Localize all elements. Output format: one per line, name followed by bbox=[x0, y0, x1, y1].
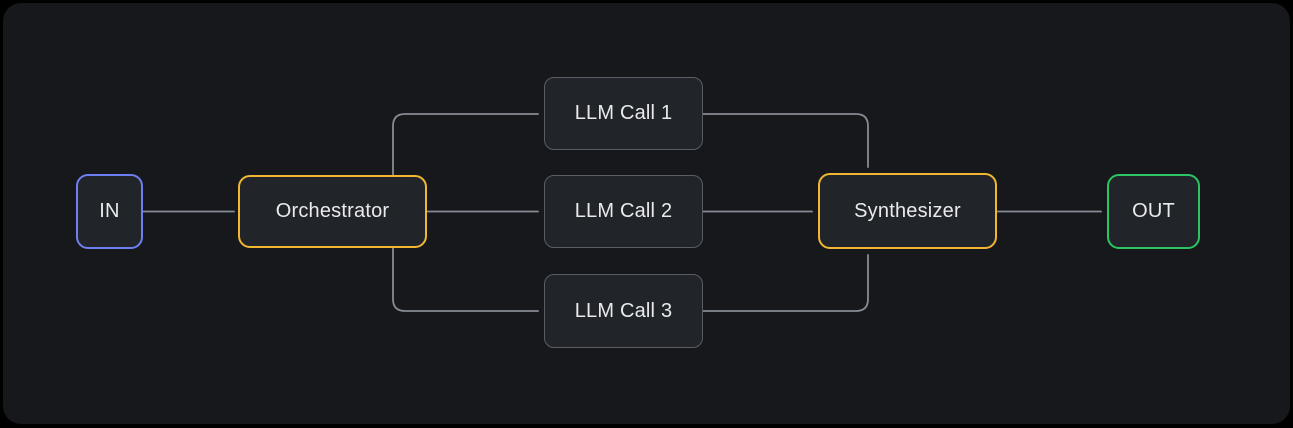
node-synthesizer-label: Synthesizer bbox=[854, 199, 961, 222]
node-in-label: IN bbox=[99, 200, 120, 222]
node-llm-call-3: LLM Call 3 bbox=[544, 274, 703, 348]
node-synthesizer: Synthesizer bbox=[818, 173, 997, 249]
node-out: OUT bbox=[1107, 174, 1200, 249]
node-orchestrator: Orchestrator bbox=[238, 175, 427, 248]
node-llm-call-2-label: LLM Call 2 bbox=[574, 200, 673, 222]
node-llm-call-3-label: LLM Call 3 bbox=[574, 299, 673, 322]
node-out-label: OUT bbox=[1132, 200, 1175, 222]
node-orchestrator-label: Orchestrator bbox=[275, 200, 390, 222]
node-llm-call-1: LLM Call 1 bbox=[544, 77, 703, 150]
node-in: IN bbox=[76, 174, 143, 249]
node-llm-call-2: LLM Call 2 bbox=[544, 175, 703, 248]
node-llm-call-1-label: LLM Call 1 bbox=[574, 102, 673, 124]
